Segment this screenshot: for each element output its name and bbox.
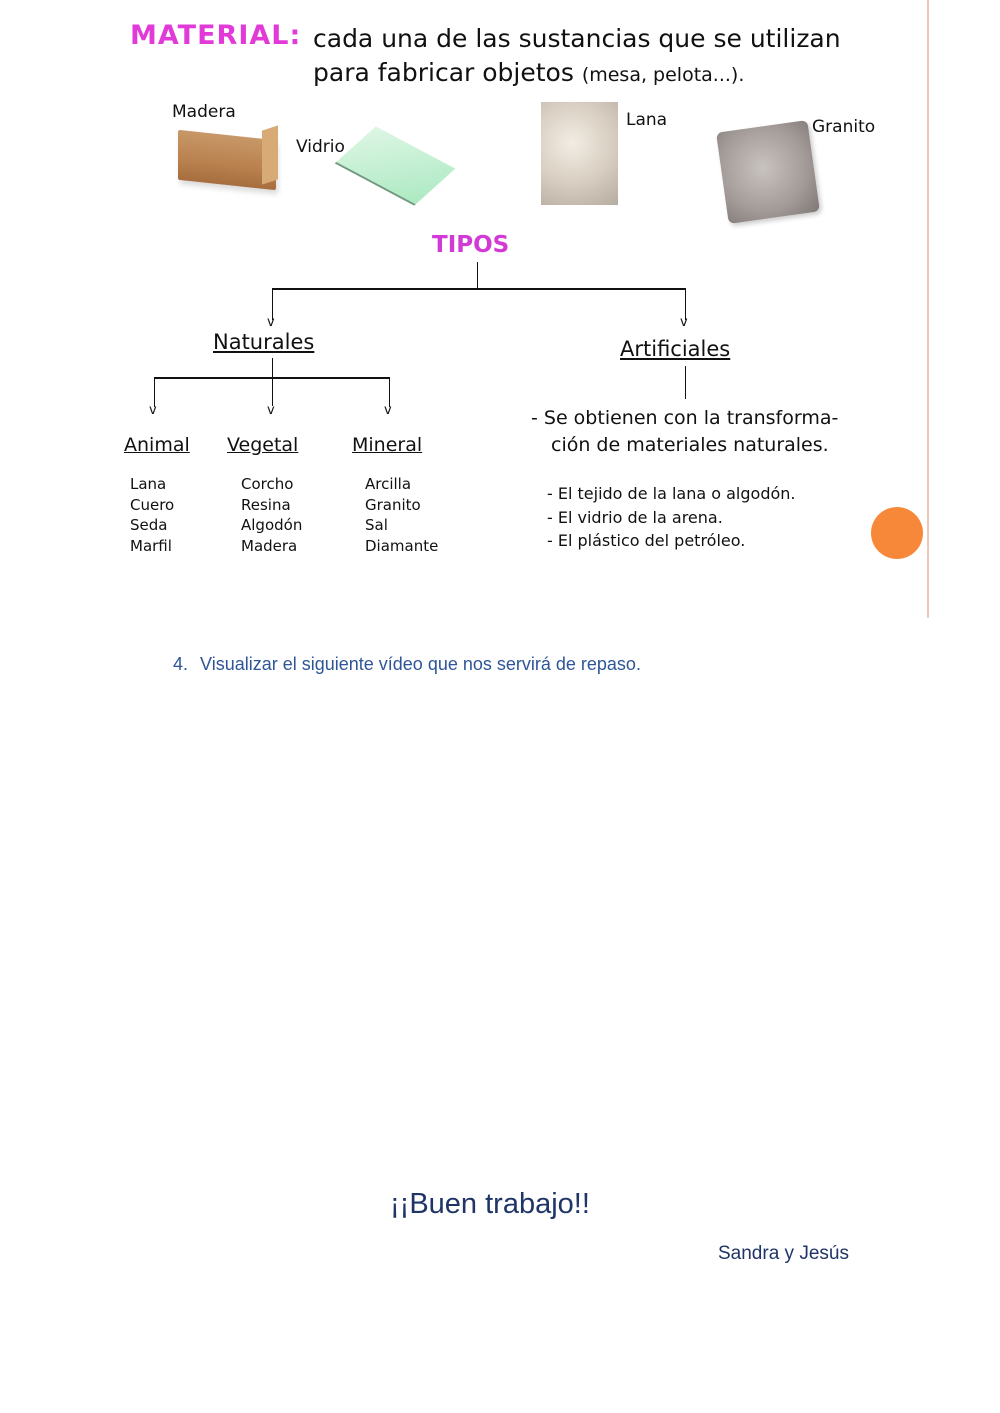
closing-message: ¡¡Buen trabajo!! [390, 1188, 590, 1220]
label-lana: Lana [626, 110, 668, 130]
list-item: - El tejido de la lana o algodón. [547, 484, 796, 503]
connector-line [685, 288, 686, 320]
arrow-down-icon: v [384, 403, 392, 418]
granite-block-image [716, 120, 820, 224]
connector-line [389, 377, 390, 407]
arrow-down-icon: v [267, 403, 275, 418]
arrow-down-icon: v [680, 315, 688, 330]
authors-signature: Sandra y Jesús [718, 1243, 849, 1264]
wood-block-end [262, 125, 278, 185]
wool-image [541, 102, 618, 205]
materials-slide-image: MATERIAL: cada una de las sustancias que… [0, 0, 1000, 620]
step-number: 4. [173, 654, 189, 674]
list-item: Cuero [130, 495, 175, 514]
artificial-description-line-1: - Se obtienen con la transforma- [531, 407, 839, 429]
connector-line [685, 366, 686, 399]
vegetal-items: Corcho Resina Algodón Madera [241, 474, 302, 556]
orange-circle-decoration [871, 507, 923, 559]
list-item: Diamante [365, 536, 439, 555]
connector-line [272, 288, 686, 290]
list-item: Arcilla [365, 475, 412, 493]
label-vidrio: Vidrio [296, 137, 345, 157]
glass-pane-image [334, 126, 456, 206]
list-item: Algodón [241, 516, 303, 534]
list-item: Sal [365, 516, 388, 534]
list-item: Granito [365, 495, 421, 514]
list-item: Madera [241, 536, 298, 555]
arrow-down-icon: v [149, 403, 157, 418]
artificial-description-line-2: ción de materiales naturales. [551, 434, 829, 456]
list-item: Corcho [241, 475, 294, 493]
step-text: Visualizar el siguiente vídeo que nos se… [200, 654, 641, 674]
artificial-description: - Se obtienen con la transforma- ción de… [531, 405, 838, 459]
list-item: - El plástico del petróleo. [547, 531, 746, 550]
connector-line [154, 377, 389, 379]
list-item: Lana [130, 475, 167, 493]
artificial-heading: Artificiales [620, 337, 731, 361]
connector-line [154, 377, 155, 407]
definition-line-1: cada una de las sustancias que se utiliz… [313, 24, 841, 53]
slide-decor-line [927, 0, 929, 618]
types-heading: TIPOS [432, 232, 510, 258]
list-item: Seda [130, 516, 168, 534]
connector-line [477, 262, 478, 288]
list-item: Resina [241, 495, 291, 514]
label-granito: Granito [812, 117, 876, 137]
artificial-examples: - El tejido de la lana o algodón. - El v… [547, 482, 795, 553]
animal-items: Lana Cuero Seda Marfil [130, 474, 174, 556]
definition-line-2: para fabricar objetos (mesa, pelota...). [313, 56, 841, 92]
material-definition: cada una de las sustancias que se utiliz… [313, 22, 841, 92]
definition-line-2-text: para fabricar objetos [313, 58, 574, 87]
arrow-down-icon: v [267, 315, 275, 330]
subtype-mineral-heading: Mineral [352, 434, 423, 456]
list-item: - El vidrio de la arena. [547, 507, 723, 527]
label-madera: Madera [172, 102, 236, 122]
definition-examples: (mesa, pelota...). [581, 64, 745, 86]
step-4-instruction: 4. Visualizar el siguiente vídeo que nos … [173, 654, 641, 675]
subtype-vegetal-heading: Vegetal [227, 434, 299, 456]
connector-line [272, 358, 273, 406]
natural-heading: Naturales [213, 330, 315, 354]
subtype-animal-heading: Animal [124, 434, 190, 456]
list-item: Marfil [130, 536, 172, 555]
mineral-items: Arcilla Granito Sal Diamante [365, 474, 438, 556]
connector-line [272, 288, 273, 320]
material-title: MATERIAL: [130, 20, 302, 51]
